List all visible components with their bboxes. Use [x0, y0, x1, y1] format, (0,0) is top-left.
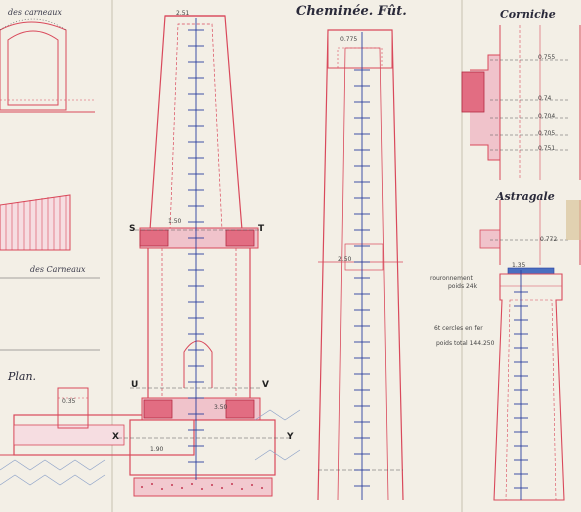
label-flues-table: des Carneaux — [30, 265, 86, 274]
chimney-elevation — [118, 15, 301, 497]
section-letter-v: V — [262, 380, 269, 390]
dimension-label: 0.772 — [540, 236, 558, 243]
title-plan: Plan. — [8, 370, 37, 383]
label-flues-top: des carneaux — [8, 8, 62, 17]
axis-ticks-left — [188, 29, 204, 463]
dimension-label: 3.50 — [214, 404, 228, 411]
dimension-label: 1.90 — [150, 446, 164, 453]
shaft-section — [317, 29, 404, 501]
flue-table-row — [0, 303, 100, 314]
dimension-label: 0.704 — [538, 113, 556, 120]
flue-table-row — [0, 325, 100, 336]
note-text: rouronnement — [430, 275, 473, 282]
section-letter-x: X — [112, 432, 119, 442]
dimension-label: 0.755 — [538, 54, 556, 61]
flue-table-grid — [0, 277, 100, 351]
dimension-label: 0.705 — [538, 130, 556, 137]
axis-ticks-center — [354, 69, 370, 487]
section-letter-s: S — [129, 224, 136, 234]
note-text: 6t cercles en fer — [434, 325, 483, 332]
title-chimney-shaft: Cheminée. Fût. — [296, 4, 407, 19]
flue-section-hatch — [0, 194, 71, 251]
flue-table-row — [0, 314, 100, 325]
dimension-label: 2.51 — [176, 10, 190, 17]
flue-table-row — [0, 336, 100, 347]
section-letter-u: U — [131, 380, 139, 390]
dimension-label: 0.775 — [340, 36, 358, 43]
note-text: poids total 144.250 — [436, 340, 495, 347]
cornice-drawing — [461, 25, 581, 180]
section-letter-t: T — [258, 224, 265, 234]
flue-table-row — [0, 281, 100, 292]
dimension-label: 0.74 — [538, 95, 552, 102]
flue-arch-drawing — [0, 18, 95, 113]
axis-ticks-right — [514, 291, 528, 489]
top-shaft-drawing — [493, 267, 565, 501]
astragal-drawing — [479, 200, 581, 265]
flue-table-row — [0, 292, 100, 303]
note-text: poids 24k — [448, 283, 478, 290]
dimension-label: 1.50 — [168, 218, 182, 225]
title-astragal: Astragale — [496, 190, 555, 203]
dimension-label: 2.50 — [338, 256, 352, 263]
title-cornice: Corniche — [500, 8, 556, 21]
plan-drawing — [0, 387, 195, 486]
dimension-label: 1.35 — [512, 262, 526, 269]
section-letter-y: Y — [287, 432, 294, 442]
dimension-label: 0.35 — [62, 398, 76, 405]
dimension-label: 0.751 — [538, 145, 556, 152]
